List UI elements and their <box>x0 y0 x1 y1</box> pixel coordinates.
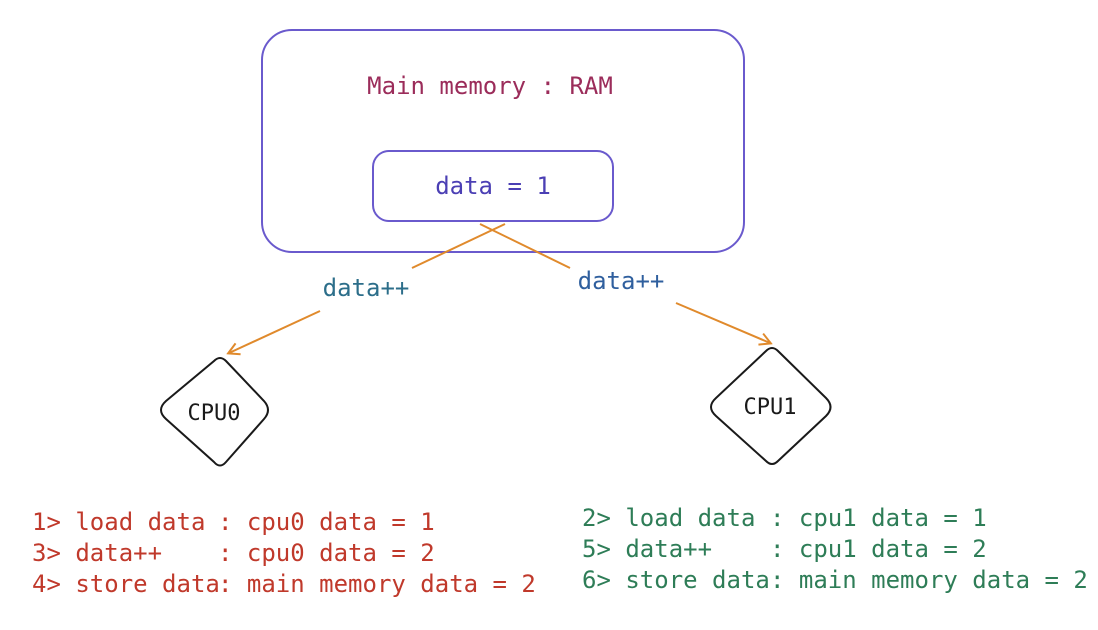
cpu0-label: CPU0 <box>188 401 241 426</box>
right-arrow-label: data++ <box>578 267 665 295</box>
data-cell-label: data = 1 <box>435 172 551 200</box>
cpu1-diamond <box>710 347 832 465</box>
cpu1-step-2-result: : cpu1 data = 2 <box>770 535 987 563</box>
arrow-to-cpu1 <box>675 302 770 343</box>
arrow-to-cpu0 <box>229 310 321 353</box>
cpu1-step-2-action: 5> data++ <box>582 535 712 563</box>
cpu1-step-3-result: : main memory data = 2 <box>770 566 1088 594</box>
cpu0-step-3-result: : main memory data = 2 <box>218 570 536 598</box>
cpu1-step-3-action: 6> store data <box>582 566 770 594</box>
cpu1-steps: 2> load data : cpu1 data = 1 5> data++ :… <box>582 504 1088 594</box>
cpu0-step-1-result: : cpu0 data = 1 <box>218 508 435 536</box>
cpu0-step-1-action: 1> load data <box>32 508 205 536</box>
data-cell-box <box>372 150 614 222</box>
cpu1-label: CPU1 <box>744 395 797 420</box>
line-to-right-branch <box>479 223 571 269</box>
ram-title: Main memory : RAM <box>367 72 613 100</box>
left-arrow-label: data++ <box>323 274 410 302</box>
cpu0-steps: 1> load data : cpu0 data = 1 3> data++ :… <box>32 508 536 598</box>
cpu0-step-3-action: 4> store data <box>32 570 220 598</box>
cpu1-step-1-action: 2> load data <box>582 504 755 532</box>
cpu1-step-1-result: : cpu1 data = 1 <box>770 504 987 532</box>
line-to-left-branch <box>411 223 506 269</box>
ram-box <box>261 29 745 253</box>
cpu0-step-2-action: 3> data++ <box>32 539 162 567</box>
cpu0-diamond <box>160 357 269 467</box>
cpu0-step-2-result: : cpu0 data = 2 <box>218 539 435 567</box>
